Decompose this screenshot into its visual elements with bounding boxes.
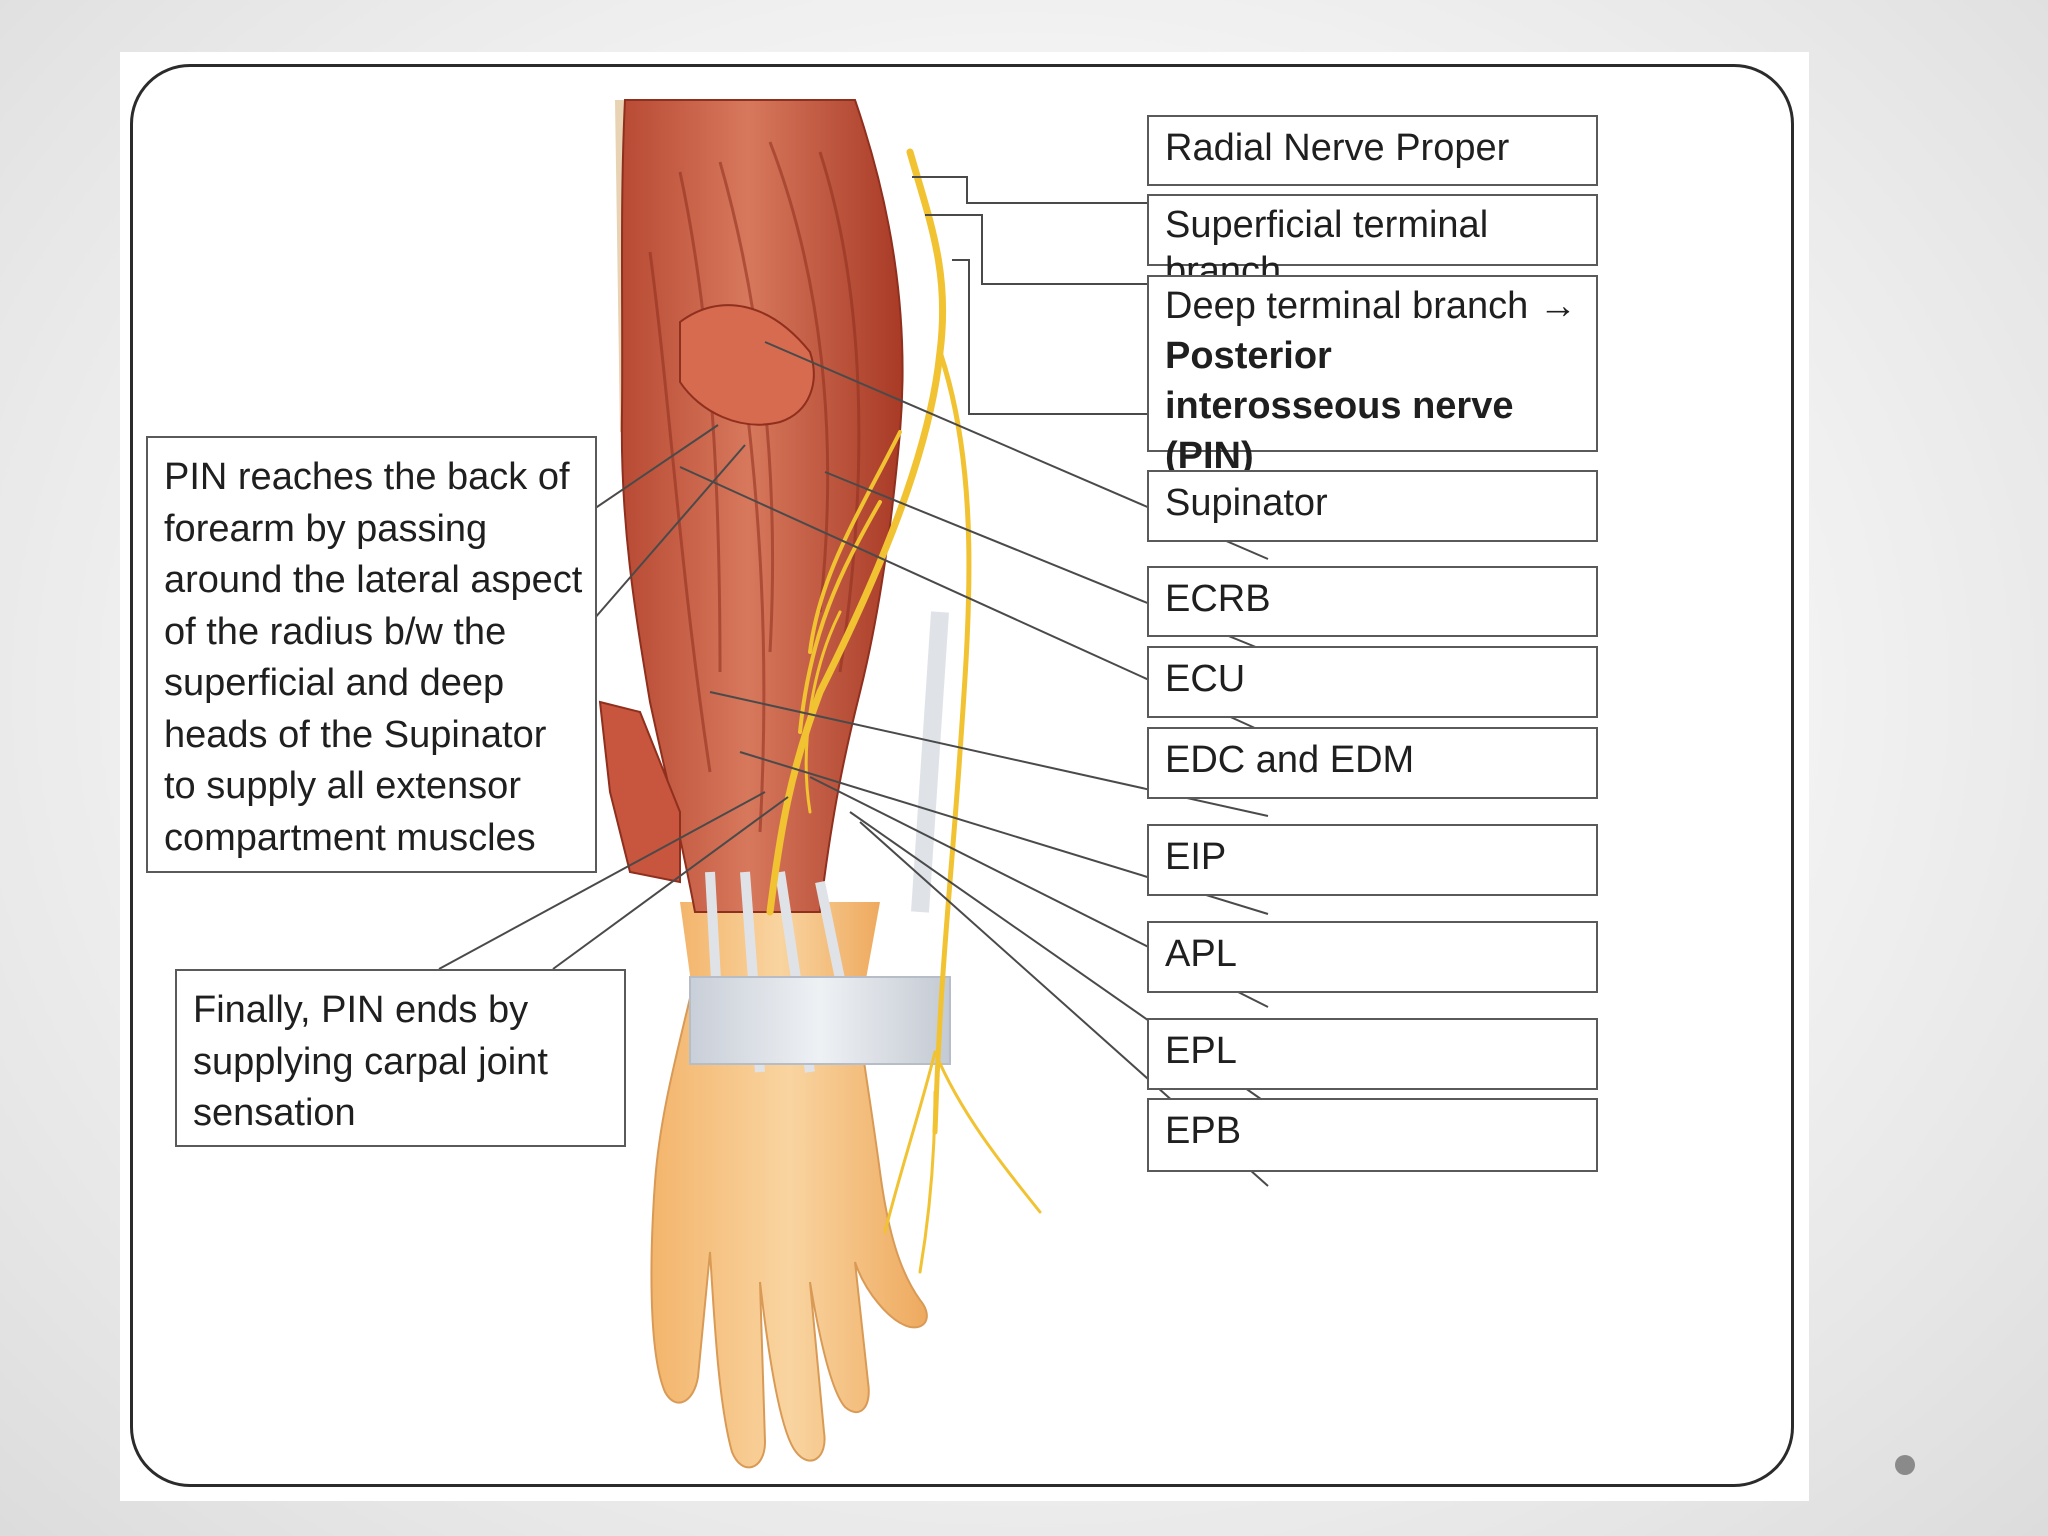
label-text: EPB <box>1165 1110 1242 1152</box>
label-text: APL <box>1165 933 1237 975</box>
label-edc-edm: EDC and EDM <box>1147 727 1598 799</box>
note-line: around the lateral aspect <box>164 559 583 601</box>
extensor-retinaculum <box>689 976 951 1065</box>
label-text: ECRB <box>1165 578 1271 620</box>
retracted-muscle-flap <box>598 700 681 884</box>
label-text: EPL <box>1165 1030 1237 1072</box>
label-epb: EPB <box>1147 1098 1598 1172</box>
note-line: Finally, PIN ends by <box>193 989 529 1031</box>
label-pin: Posterior interosseous nerve (PIN) <box>1165 335 1514 477</box>
label-apl: APL <box>1147 921 1598 993</box>
note-line: heads of the Supinator <box>164 713 547 756</box>
label-radial-nerve-proper: Radial Nerve Proper <box>1147 115 1598 186</box>
note-line: PIN reaches the back of <box>164 456 570 498</box>
note-line: forearm by passing <box>164 507 488 550</box>
label-text: Supinator <box>1165 482 1328 524</box>
label-ecrb: ECRB <box>1147 566 1598 637</box>
supinator-muscle <box>679 304 815 426</box>
note-line: supplying carpal joint <box>193 1040 548 1083</box>
label-deep-terminal-branch: Deep terminal branch → Posterior interos… <box>1147 275 1598 477</box>
hand-skin <box>650 975 928 1469</box>
label-text: Radial Nerve Proper <box>1165 127 1510 169</box>
note-pin-path: PIN reaches the back of forearm by passi… <box>146 436 597 873</box>
label-ecu: ECU <box>1147 646 1598 718</box>
slide-indicator-dot <box>1895 1455 1915 1475</box>
label-eip: EIP <box>1147 824 1598 896</box>
forearm-illustration <box>438 99 1269 1469</box>
label-supinator: Supinator <box>1147 470 1598 542</box>
note-line: to supply all extensor <box>164 765 521 807</box>
slide: Radial Nerve Proper Superficial terminal… <box>120 52 1809 1501</box>
label-text: ECU <box>1165 658 1246 700</box>
rounded-frame <box>130 64 1794 1487</box>
label-text: EIP <box>1165 836 1227 878</box>
label-text: Superficial terminal branch <box>1165 204 1489 292</box>
note-line: sensation <box>193 1092 356 1134</box>
note-pin-end: Finally, PIN ends by supplying carpal jo… <box>175 969 626 1147</box>
label-epl: EPL <box>1147 1018 1598 1090</box>
label-text: EDC and EDM <box>1165 739 1415 781</box>
note-line: superficial and deep <box>164 662 505 704</box>
note-line: compartment muscles <box>164 816 536 859</box>
label-text: Deep terminal branch → <box>1165 285 1577 327</box>
label-superficial-terminal-branch: Superficial terminal branch <box>1147 194 1598 292</box>
note-line: of the radius b/w the <box>164 610 507 653</box>
